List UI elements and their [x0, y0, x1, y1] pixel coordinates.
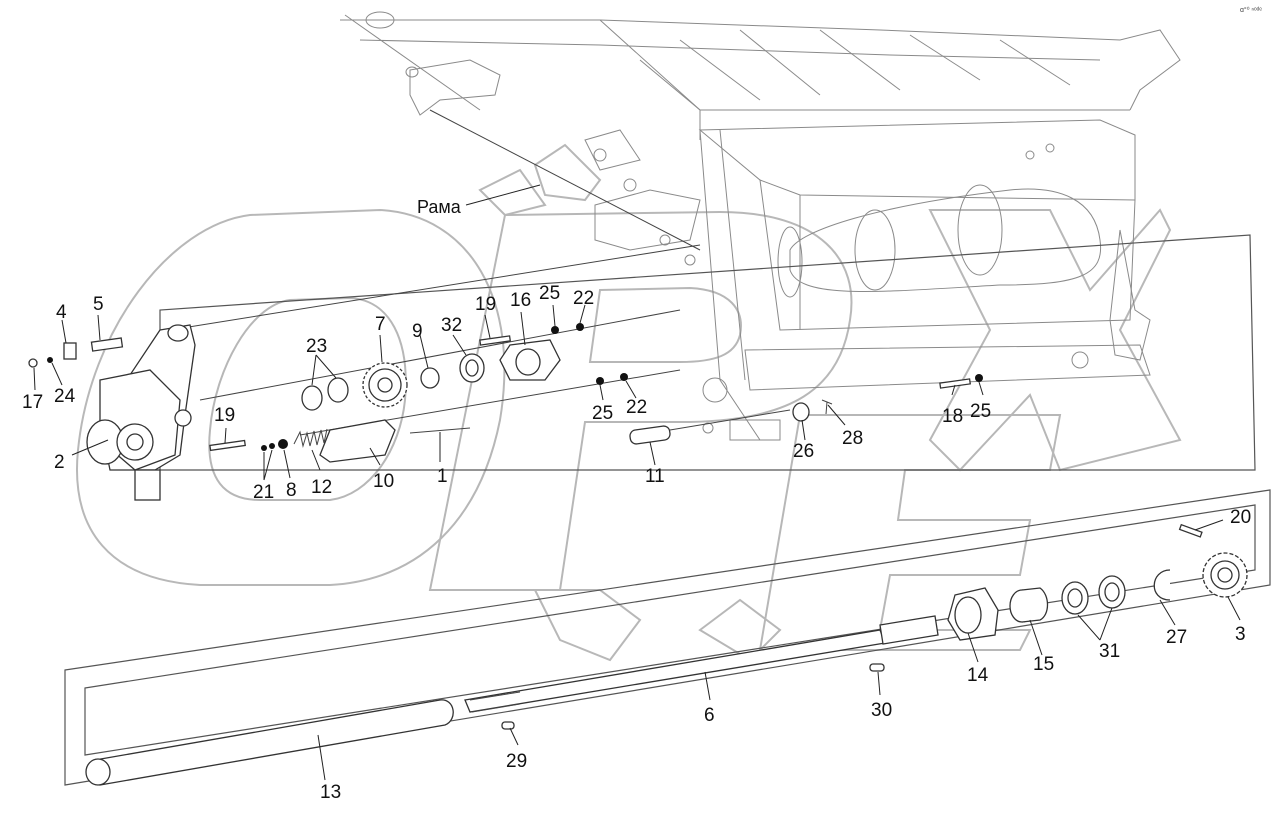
circlip-part-27	[1153, 569, 1171, 601]
callout-17: 17	[22, 392, 43, 413]
callout-31: 31	[1099, 641, 1120, 662]
callout-4: 4	[56, 302, 67, 323]
callout-10: 10	[373, 471, 394, 492]
fitting-part-28	[821, 399, 833, 415]
washer-part-25-lower	[596, 377, 604, 385]
callout-labels: 1 2 3 4 5 6 7 8 9 10 11 12 13 14 15 16 1…	[22, 283, 1251, 803]
callout-25-upper: 25	[539, 283, 560, 304]
callout-13: 13	[320, 782, 341, 803]
key-part-29	[501, 721, 515, 730]
shaft-group-plate	[64, 489, 1271, 786]
rod-part-1	[409, 427, 471, 434]
callout-32: 32	[441, 315, 462, 336]
callout-11: 11	[645, 466, 665, 487]
callout-18: 18	[942, 406, 963, 427]
callout-15: 15	[1033, 654, 1054, 675]
washer-part-25-right	[975, 374, 983, 382]
bearing-part-31b	[1098, 575, 1126, 609]
pin-part-5	[90, 337, 124, 352]
callout-8: 8	[286, 480, 297, 501]
callout-30: 30	[871, 700, 892, 721]
sprocket-part-3	[1202, 552, 1248, 598]
corner-mark: ɑ°⁰ ⁿᵒᵈᵉ	[1240, 6, 1262, 14]
axis-line-right	[669, 409, 791, 431]
callout-12: 12	[311, 477, 332, 498]
sleeve-part-15	[1009, 587, 1049, 623]
bearing-part-31a	[1061, 581, 1089, 615]
callout-6: 6	[704, 705, 715, 726]
callout-24: 24	[54, 386, 76, 407]
tube-part-13	[85, 699, 454, 786]
callout-5: 5	[93, 294, 104, 315]
frame-structure	[340, 11, 1181, 441]
bearing-part-32	[459, 353, 485, 383]
callout-16: 16	[510, 290, 531, 311]
flange-part-16	[499, 339, 561, 381]
callout-25-lower: 25	[592, 403, 613, 424]
callout-19-upper: 19	[475, 294, 496, 315]
bushing-part-23a	[301, 385, 323, 411]
bushing-part-23b	[327, 377, 349, 403]
callout-25-right: 25	[970, 401, 991, 422]
callout-22-upper: 22	[573, 288, 594, 309]
key-part-30	[869, 663, 885, 672]
callout-26: 26	[793, 441, 814, 462]
washer-part-25-upper	[551, 326, 559, 334]
callout-1: 1	[437, 466, 448, 487]
callout-27: 27	[1166, 627, 1187, 648]
washer-part-21a	[261, 445, 267, 451]
shaft-group-plate-inner	[84, 504, 1256, 756]
axis-line-chain	[429, 109, 701, 251]
callout-20: 20	[1230, 507, 1251, 528]
callout-19-left: 19	[214, 405, 235, 426]
nut-part-22-lower	[620, 373, 628, 381]
axis-line-upper	[169, 244, 701, 331]
callout-21: 21	[253, 482, 274, 503]
nut-part-26	[792, 402, 810, 422]
bearing-housing-part-14	[947, 587, 999, 641]
nut-part-22-upper	[576, 323, 584, 331]
callout-29: 29	[506, 751, 527, 772]
plate-part-4	[63, 342, 77, 360]
bolt-part-18	[939, 378, 972, 389]
washer-part-24	[47, 357, 53, 363]
leader-lines	[33, 184, 1241, 781]
callout-2: 2	[54, 452, 65, 473]
bolt-part-19-upper	[479, 335, 512, 346]
pin-part-11	[629, 425, 671, 445]
washer-part-21b	[269, 443, 275, 449]
callout-23: 23	[306, 336, 327, 357]
shaft-part-6	[464, 615, 939, 713]
hydraulic-motor-part	[86, 324, 196, 501]
callout-22-lower: 22	[626, 397, 647, 418]
spring-part-12	[293, 428, 328, 448]
frame-label: Рама	[417, 197, 462, 217]
axis-line-mid	[199, 309, 681, 401]
callout-28: 28	[842, 428, 863, 449]
gear-part-7	[362, 362, 408, 408]
ring-part-9	[420, 367, 440, 389]
bolt-part-19-left	[209, 439, 246, 452]
callout-9: 9	[412, 321, 423, 342]
bolt-part-17	[28, 358, 38, 368]
callout-14: 14	[967, 665, 989, 686]
bracket-part-10	[319, 419, 396, 463]
bolt-part-20	[1178, 523, 1203, 538]
callout-3: 3	[1235, 624, 1246, 645]
callout-7: 7	[375, 314, 386, 335]
nut-part-8	[278, 439, 288, 449]
